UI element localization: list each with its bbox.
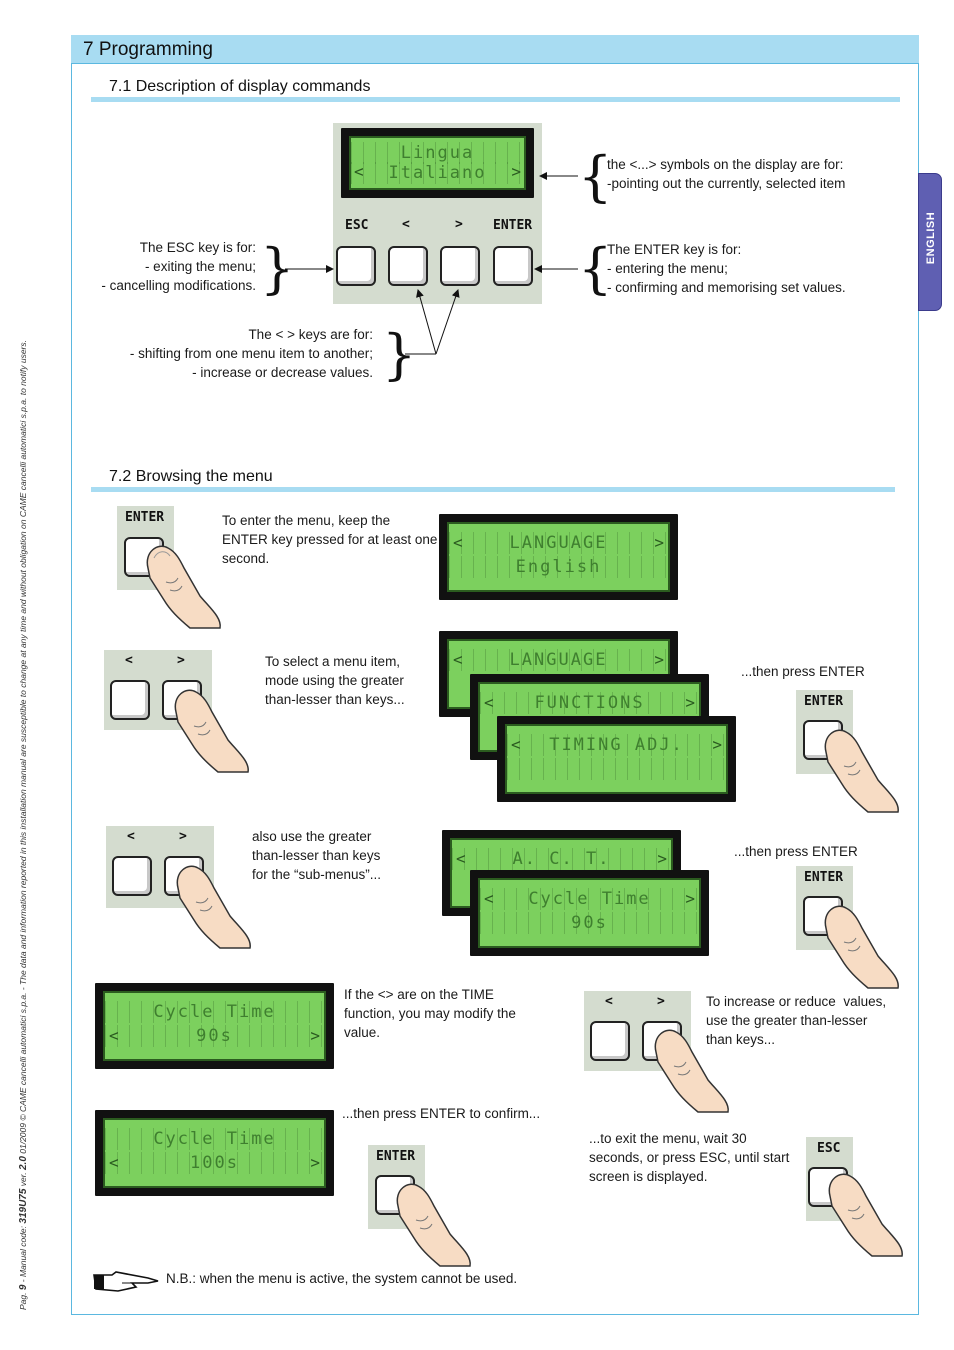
enter-key-label: ENTER — [125, 510, 165, 525]
enter-key-label: ENTER — [804, 694, 844, 709]
right-button[interactable] — [440, 246, 480, 286]
time-function-text: If the <> are on the TIME function, you … — [344, 987, 516, 1040]
left-button[interactable] — [388, 246, 428, 286]
section-heading-7-1: 7.1 Description of display commands — [109, 78, 371, 95]
arrows-note: The < > keys are for: - shifting from on… — [129, 327, 373, 380]
pressing-finger-icon — [146, 545, 221, 629]
exit-menu-text: ...to exit the menu, wait 30 seconds, or… — [589, 1131, 790, 1184]
callout-arrows — [285, 172, 578, 355]
language-tab[interactable]: ENGLISH — [918, 173, 942, 311]
pressing-finger-icon — [176, 865, 251, 949]
pressing-finger-icon — [824, 905, 899, 989]
pressing-finger-icon — [396, 1183, 471, 1267]
select-item-text: To select a menu item, mode using the gr… — [265, 654, 405, 707]
display-left-marker: < — [354, 162, 364, 181]
confirm-text: ...then press ENTER to confirm... — [342, 1106, 541, 1121]
submenu-text: also use the greater than-lesser than ke… — [252, 829, 382, 882]
pressing-finger-icon — [174, 689, 249, 773]
then-enter-text: ...then press ENTER — [741, 664, 865, 679]
then-enter-text: ...then press ENTER — [734, 844, 858, 859]
section-rule — [91, 97, 900, 102]
esc-note: The ESC key is for: - exiting the menu; … — [101, 240, 256, 293]
enter-key-label: ENTER — [804, 870, 844, 885]
lcd-menu-3: TIMING ADJ.<> — [497, 716, 736, 802]
right-key-label: > — [657, 994, 665, 1009]
left-key-label: < — [402, 217, 410, 232]
brace-enter: { — [578, 237, 613, 300]
pressing-finger-icon — [654, 1029, 729, 1113]
right-key-label: > — [177, 653, 185, 668]
main-display: Lingua Italiano < > — [341, 128, 534, 198]
enter-key-label: ENTER — [493, 218, 533, 233]
display-line-1: Lingua — [351, 142, 524, 164]
left-key-label: < — [125, 653, 133, 668]
symbols-note: the <...> symbols on the display are for… — [607, 157, 846, 191]
section-title-bar: 7 Programming — [71, 35, 919, 64]
esc-key-label: ESC — [345, 218, 369, 233]
section-rule — [91, 487, 895, 492]
enter-key-label: ENTER — [376, 1149, 416, 1164]
increase-values-text: To increase or reduce values, use the gr… — [706, 994, 887, 1047]
esc-button[interactable] — [336, 246, 376, 286]
nb-note: N.B.: when the menu is active, the syste… — [166, 1271, 518, 1286]
pointing-hand-icon — [93, 1271, 159, 1292]
left-button[interactable] — [112, 856, 152, 896]
pressing-finger-icon — [828, 1173, 903, 1257]
left-key-label: < — [127, 829, 135, 844]
brace-symbols: { — [578, 145, 613, 208]
section-heading-7-2: 7.2 Browsing the menu — [109, 468, 273, 485]
page-title: 7 Programming — [83, 39, 213, 60]
enter-button[interactable] — [493, 246, 533, 286]
left-button[interactable] — [110, 680, 150, 720]
left-key-label: < — [605, 994, 613, 1009]
enter-note: The ENTER key is for: - entering the men… — [607, 242, 846, 295]
pressing-finger-icon — [824, 729, 899, 813]
display-line-2: Italiano — [351, 162, 524, 184]
display-right-marker: > — [511, 162, 521, 181]
enter-menu-text: To enter the menu, keep the ENTER key pr… — [222, 513, 438, 566]
brace-esc: } — [260, 237, 295, 300]
left-button[interactable] — [590, 1021, 630, 1061]
brace-arrows: } — [382, 323, 417, 386]
esc-key-label: ESC — [817, 1141, 841, 1156]
right-key-label: > — [179, 829, 187, 844]
right-key-label: > — [455, 217, 463, 232]
